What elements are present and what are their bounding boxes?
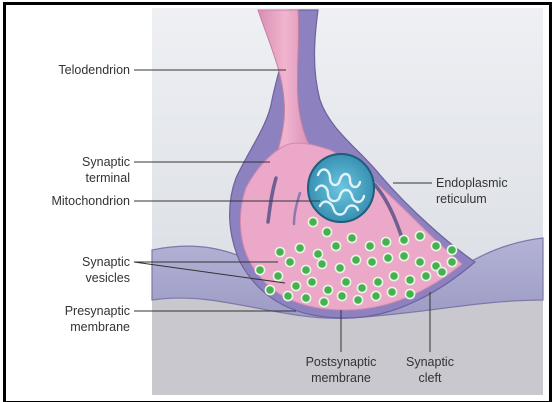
synaptic-vesicle — [371, 291, 380, 300]
synaptic-vesicle — [399, 251, 408, 260]
mitochondrion-shape — [308, 154, 374, 222]
synaptic-vesicle — [337, 291, 346, 300]
synaptic-vesicle — [365, 241, 374, 250]
label-synaptic-terminal-line2: terminal — [86, 171, 130, 185]
synaptic-vesicle — [307, 277, 316, 286]
synaptic-vesicle — [415, 231, 424, 240]
synaptic-vesicle — [295, 243, 304, 252]
synaptic-vesicle — [389, 271, 398, 280]
synaptic-vesicle — [347, 233, 356, 242]
synaptic-vesicle — [301, 293, 310, 302]
synaptic-vesicle — [421, 271, 430, 280]
synaptic-vesicle — [351, 255, 360, 264]
synaptic-vesicle — [285, 257, 294, 266]
label-mitochondrion: Mitochondrion — [51, 194, 130, 208]
synaptic-vesicle — [313, 249, 322, 258]
label-presynaptic-membrane-line2: membrane — [70, 320, 130, 334]
synaptic-vesicle — [353, 295, 362, 304]
synaptic-vesicle — [373, 277, 382, 286]
label-telodendrion: Telodendrion — [58, 63, 130, 77]
synaptic-vesicle — [357, 283, 366, 292]
synaptic-vesicle — [405, 289, 414, 298]
label-presynaptic-membrane-line1: Presynaptic — [65, 304, 130, 318]
synaptic-vesicle — [283, 291, 292, 300]
synaptic-vesicle — [317, 259, 326, 268]
synaptic-vesicle — [308, 217, 317, 226]
synaptic-vesicle — [383, 253, 392, 262]
synaptic-vesicle — [265, 285, 274, 294]
label-postsynaptic-membrane-line2: membrane — [311, 371, 371, 385]
synaptic-vesicle — [405, 275, 414, 284]
synaptic-vesicle — [399, 235, 408, 244]
synaptic-vesicle — [322, 227, 331, 236]
synaptic-vesicle — [431, 241, 440, 250]
synaptic-vesicle — [255, 265, 264, 274]
synaptic-vesicle — [341, 277, 350, 286]
synaptic-vesicle — [273, 271, 282, 280]
label-synaptic-cleft-line1: Synaptic — [406, 355, 454, 369]
synaptic-vesicle — [447, 257, 456, 266]
synaptic-vesicle — [437, 267, 446, 276]
synaptic-vesicle — [381, 237, 390, 246]
label-endoplasmic-reticulum-line1: Endoplasmic — [436, 176, 508, 190]
label-synaptic-vesicles-line2: vesicles — [86, 271, 130, 285]
synaptic-vesicle — [323, 285, 332, 294]
synaptic-vesicle — [415, 257, 424, 266]
synaptic-vesicle — [387, 287, 396, 296]
synaptic-vesicle — [319, 297, 328, 306]
synaptic-vesicle — [275, 247, 284, 256]
synaptic-vesicle — [447, 245, 456, 254]
synaptic-vesicle — [331, 241, 340, 250]
label-synaptic-terminal-line1: Synaptic — [82, 155, 130, 169]
label-postsynaptic-membrane-line1: Postsynaptic — [306, 355, 377, 369]
label-synaptic-cleft-line2: cleft — [419, 371, 442, 385]
synaptic-vesicle — [367, 257, 376, 266]
synaptic-vesicle — [335, 263, 344, 272]
synaptic-vesicle — [291, 281, 300, 290]
synaptic-vesicle — [301, 265, 310, 274]
label-synaptic-vesicles-line1: Synaptic — [82, 255, 130, 269]
label-endoplasmic-reticulum-line2: reticulum — [436, 192, 487, 206]
